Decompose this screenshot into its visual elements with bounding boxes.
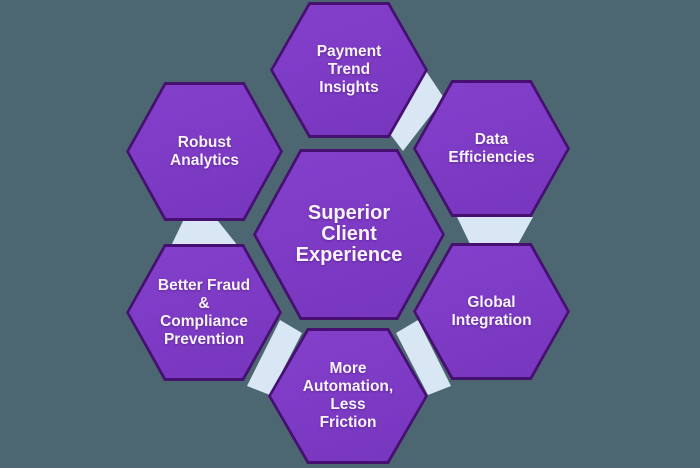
connector-global-to-automation — [396, 320, 451, 395]
hexagon-global-integration: Global Integration — [413, 243, 570, 380]
connector-data-to-global — [457, 217, 533, 246]
hexagon-global-integration-label: Global Integration — [451, 293, 532, 329]
hexagon-better-fraud-compliance-prevention-label: Better Fraud & Compliance Prevention — [157, 276, 251, 348]
hexagon-payment-trend-insights: Payment Trend Insights — [270, 2, 428, 138]
hexagon-more-automation-less-friction-label: More Automation, Less Friction — [302, 360, 394, 431]
connector-automation-to-fraud — [247, 320, 302, 395]
hexagon-data-efficiencies: Data Efficiencies — [413, 80, 570, 217]
connector-payment-to-data — [387, 68, 444, 151]
hexagon-robust-analytics: Robust Analytics — [126, 82, 283, 221]
hexagon-data-efficiencies-label: Data Efficiencies — [448, 130, 535, 166]
hexagon-more-automation-less-friction: More Automation, Less Friction — [268, 328, 428, 464]
hexagon-superior-client-experience-label: Superior Client Experience — [295, 202, 403, 266]
hexagon-better-fraud-compliance-prevention: Better Fraud & Compliance Prevention — [126, 244, 282, 381]
hexagon-superior-client-experience: Superior Client Experience — [253, 149, 445, 320]
connector-fraud-to-robust — [171, 221, 238, 246]
hexagon-robust-analytics-label: Robust Analytics — [170, 133, 239, 169]
hexagon-payment-trend-insights-label: Payment Trend Insights — [316, 43, 382, 96]
